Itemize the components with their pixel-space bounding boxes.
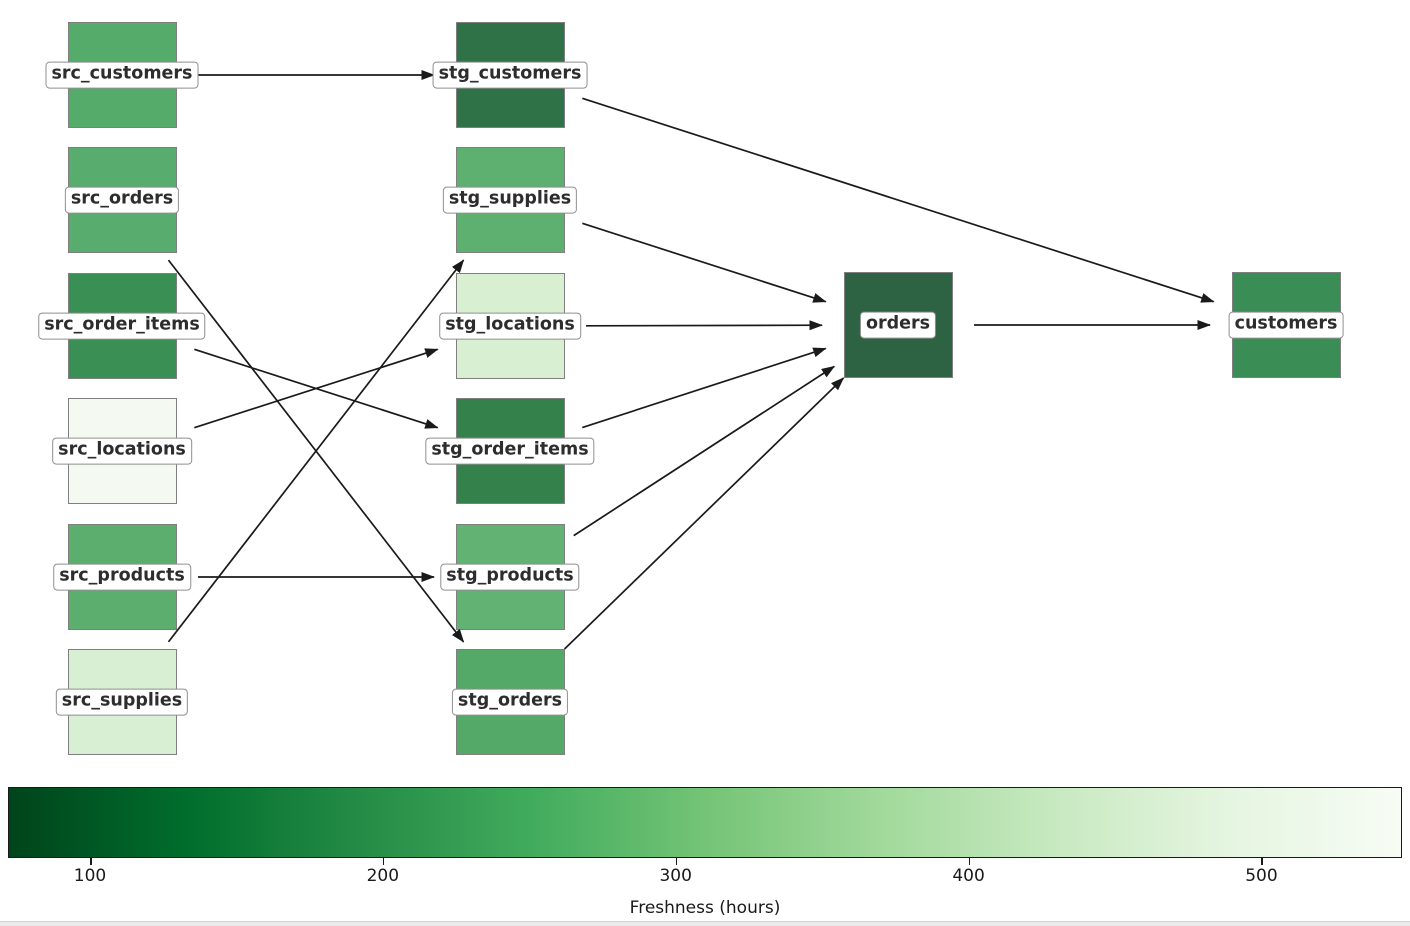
node-label-stg_order_items: stg_order_items: [425, 437, 595, 465]
edge-stg_orders-to-orders: [563, 377, 845, 650]
node-label-stg_products: stg_products: [440, 563, 580, 591]
colorbar-tick-100: [90, 858, 92, 865]
dag-edges-layer: [167, 70, 1215, 650]
node-label-src_order_items: src_order_items: [38, 312, 206, 340]
freshness-colorbar: [8, 787, 1402, 858]
node-label-src_supplies: src_supplies: [55, 688, 189, 716]
colorbar-tick-300: [675, 858, 678, 865]
node-label-customers: customers: [1228, 311, 1344, 339]
edge-src_supplies-to-stg_supplies: [167, 259, 465, 643]
node-label-stg_locations: stg_locations: [439, 312, 581, 340]
edge-stg_locations-to-orders: [585, 320, 824, 331]
node-label-stg_customers: stg_customers: [432, 61, 588, 89]
node-label-src_products: src_products: [53, 563, 191, 591]
node-label-src_orders: src_orders: [64, 186, 180, 214]
colorbar-tick-label-500: 500: [1245, 866, 1278, 886]
edge-stg_order_items-to-orders: [582, 347, 827, 429]
edge-stg_supplies-to-orders: [582, 222, 827, 303]
colorbar-tick-500: [1261, 858, 1264, 865]
node-label-stg_supplies: stg_supplies: [442, 186, 578, 214]
colorbar-tick-400: [968, 858, 971, 865]
colorbar-axis-label: Freshness (hours): [629, 898, 781, 918]
colorbar-tick-200: [382, 858, 385, 865]
figure-bottom-edge: [0, 921, 1410, 926]
colorbar-tick-label-200: 200: [366, 866, 400, 886]
node-label-orders: orders: [859, 311, 937, 339]
colorbar-tick-label-100: 100: [73, 866, 107, 886]
edge-stg_products-to-orders: [573, 365, 836, 537]
edge-src_locations-to-stg_locations: [194, 348, 439, 429]
node-label-src_customers: src_customers: [45, 61, 199, 89]
colorbar-tick-label-400: 400: [952, 866, 985, 886]
node-label-src_locations: src_locations: [52, 437, 192, 465]
colorbar-tick-label-300: 300: [659, 866, 692, 886]
node-label-stg_orders: stg_orders: [451, 688, 569, 716]
edge-stg_customers-to-customers: [582, 97, 1215, 303]
